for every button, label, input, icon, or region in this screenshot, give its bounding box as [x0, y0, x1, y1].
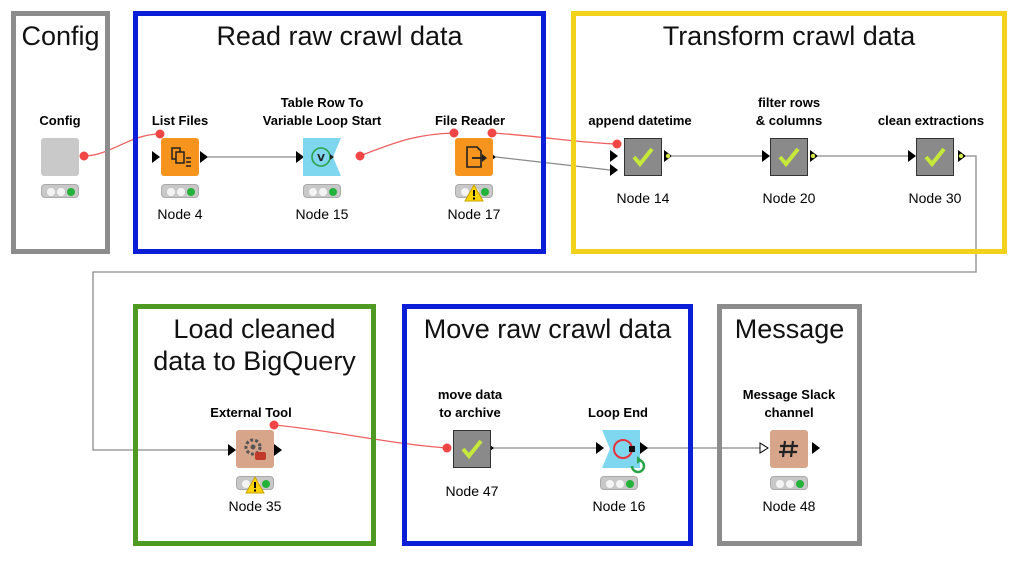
node-label: clean extractions	[877, 113, 985, 128]
append-datetime-node[interactable]	[624, 138, 662, 176]
status-traffic-light	[41, 184, 79, 198]
group-move-raw-crawl-data: Move raw crawl data	[402, 304, 693, 546]
checkmark-icon	[924, 147, 946, 168]
checkmark-icon	[461, 439, 483, 460]
group-title: Message	[734, 314, 845, 344]
external-tool-node[interactable]	[236, 430, 274, 468]
slack-hash-icon	[779, 440, 798, 458]
variable-port-dot[interactable]	[442, 443, 452, 453]
node-label: move data	[437, 387, 503, 402]
input-port[interactable]	[908, 150, 916, 162]
node-label: External Tool	[210, 405, 292, 420]
node-label: to archive	[439, 405, 501, 420]
filter-rows-columns-node[interactable]	[770, 138, 808, 176]
loop-start-node[interactable]: V	[303, 138, 341, 176]
input-port[interactable]	[228, 444, 236, 456]
varwire-node35-node47	[273, 424, 448, 449]
input-port[interactable]	[610, 150, 618, 162]
checkmark-icon	[778, 147, 800, 168]
clean-extractions-node[interactable]	[916, 138, 954, 176]
node-id: Node 14	[616, 190, 670, 206]
node-id: Node 20	[762, 190, 816, 206]
svg-text:V: V	[317, 153, 325, 164]
wire-node17-node14	[495, 156, 611, 171]
input-port[interactable]	[610, 164, 618, 176]
node-label: File Reader	[434, 113, 506, 128]
variable-port-dot[interactable]	[269, 420, 279, 430]
file-reader-node[interactable]	[455, 138, 493, 176]
status-traffic-light	[770, 476, 808, 490]
group-title: Config	[21, 21, 100, 51]
node-id: Node 17	[447, 206, 501, 222]
status-traffic-light	[303, 184, 341, 198]
node-label: channel	[764, 405, 814, 420]
node-id: Node 15	[295, 206, 349, 222]
refresh-icon	[630, 456, 646, 474]
node-label: Variable Loop Start	[262, 113, 382, 128]
config-node[interactable]	[41, 138, 79, 176]
file-import-icon	[466, 146, 482, 168]
output-port[interactable]	[274, 444, 282, 456]
node-id: Node 48	[762, 498, 816, 514]
variable-port-dot[interactable]	[449, 128, 459, 138]
node-label: Message Slack	[742, 387, 836, 402]
group-title: Move raw crawl data	[423, 314, 672, 344]
status-traffic-light	[161, 184, 199, 198]
varwire-node17-node14	[491, 132, 618, 145]
wire-node30-node35	[92, 155, 977, 451]
status-traffic-light	[600, 476, 638, 490]
node-label: append datetime	[588, 113, 692, 128]
group-config: Config	[11, 11, 110, 254]
warning-icon	[245, 476, 265, 494]
node-label: filter rows	[757, 95, 821, 110]
output-port[interactable]	[812, 442, 820, 454]
group-message: Message	[717, 304, 862, 546]
group-transform-crawl-data: Transform crawl data	[571, 11, 1007, 254]
variable-port-dot[interactable]	[355, 151, 365, 161]
move-data-archive-node[interactable]	[453, 430, 491, 468]
group-title: Transform crawl data	[662, 21, 916, 51]
node-id: Node 4	[157, 206, 203, 222]
node-label: Config	[39, 113, 81, 128]
node-label: & columns	[755, 113, 823, 128]
output-port[interactable]	[640, 442, 648, 454]
input-port[interactable]	[296, 151, 304, 163]
checkmark-icon	[632, 147, 654, 168]
node-label: Loop End	[588, 405, 648, 420]
variable-port-dot[interactable]	[79, 151, 89, 161]
warning-icon	[464, 184, 484, 202]
variable-port-dot[interactable]	[155, 129, 165, 139]
group-title: Load cleaned	[173, 314, 336, 344]
input-port[interactable]	[596, 442, 604, 454]
node-label: Table Row To	[280, 95, 364, 110]
node-id: Node 35	[228, 498, 282, 514]
message-slack-node[interactable]	[770, 430, 808, 468]
node-id: Node 16	[592, 498, 646, 514]
group-title: Read raw crawl data	[216, 21, 463, 51]
varwire-config-node4	[83, 133, 161, 157]
input-port[interactable]	[152, 151, 160, 163]
gear-icon	[244, 438, 262, 456]
list-files-node[interactable]	[161, 138, 199, 176]
node-id: Node 47	[445, 483, 499, 499]
group-title: data to BigQuery	[153, 346, 356, 376]
variable-port-dot[interactable]	[487, 128, 497, 138]
variable-port-dot[interactable]	[612, 139, 622, 149]
optional-input-port[interactable]	[759, 442, 769, 454]
group-load-to-bigquery: Load cleaned data to BigQuery	[133, 304, 376, 546]
input-port[interactable]	[762, 150, 770, 162]
group-read-raw-crawl-data: Read raw crawl data	[133, 11, 546, 254]
node-id: Node 30	[908, 190, 962, 206]
node-label: List Files	[151, 113, 209, 128]
output-port[interactable]	[200, 151, 208, 163]
varwire-node15-node17	[359, 132, 455, 157]
loop-end-node[interactable]	[602, 430, 640, 468]
